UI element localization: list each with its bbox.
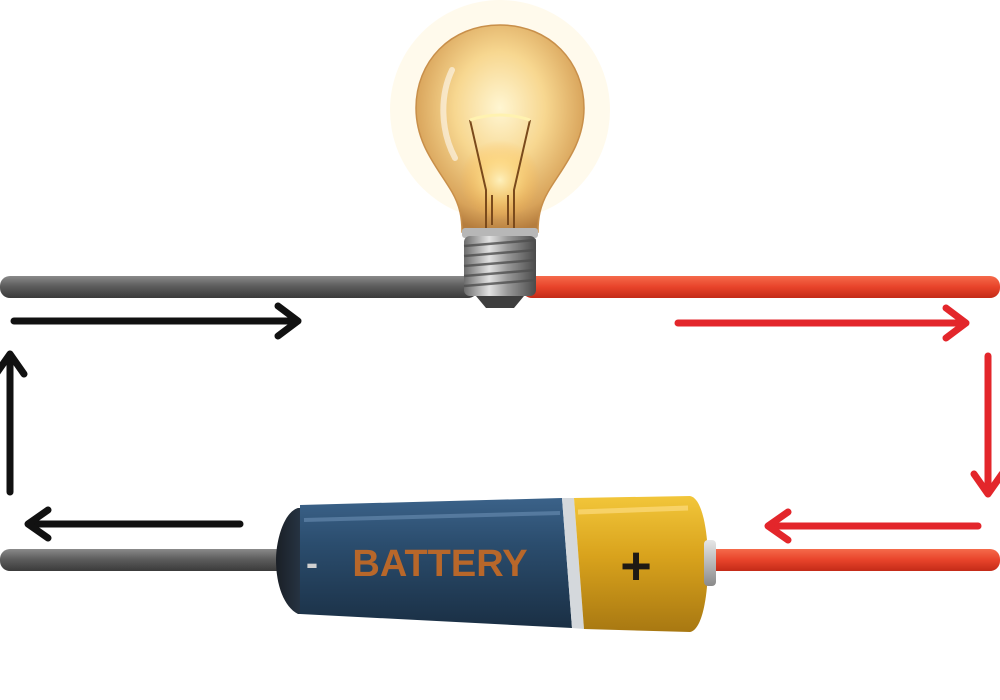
positive-wire-bottom xyxy=(700,549,1000,571)
battery-negative-symbol: - xyxy=(306,542,318,583)
positive-current-arrows xyxy=(674,304,1000,544)
battery-cap xyxy=(574,496,708,632)
bulb-highlight xyxy=(440,67,458,161)
filament-glow xyxy=(460,140,540,220)
battery-terminal xyxy=(704,540,716,586)
battery: - BATTERY + xyxy=(276,496,716,632)
light-bulb-icon xyxy=(390,0,610,308)
arrow-left-icon xyxy=(24,506,244,542)
arrow-right-icon xyxy=(10,302,302,340)
arrow-up-icon xyxy=(0,350,28,496)
positive-wire-top xyxy=(522,276,1000,298)
battery-label: BATTERY xyxy=(352,543,527,585)
negative-wire-bottom xyxy=(0,549,300,571)
bulb-socket xyxy=(463,236,537,308)
battery-positive-symbol: + xyxy=(620,536,652,596)
battery-body xyxy=(300,498,572,628)
negative-wire-top xyxy=(0,276,478,298)
filament xyxy=(469,113,531,230)
arrow-down-icon xyxy=(970,352,1000,498)
battery-separator xyxy=(562,498,584,629)
arrow-right-icon xyxy=(674,304,970,342)
bulb-neck xyxy=(462,228,538,238)
negative-current-arrows xyxy=(0,302,302,542)
arrow-left-icon xyxy=(764,508,982,544)
wires xyxy=(0,276,1000,571)
